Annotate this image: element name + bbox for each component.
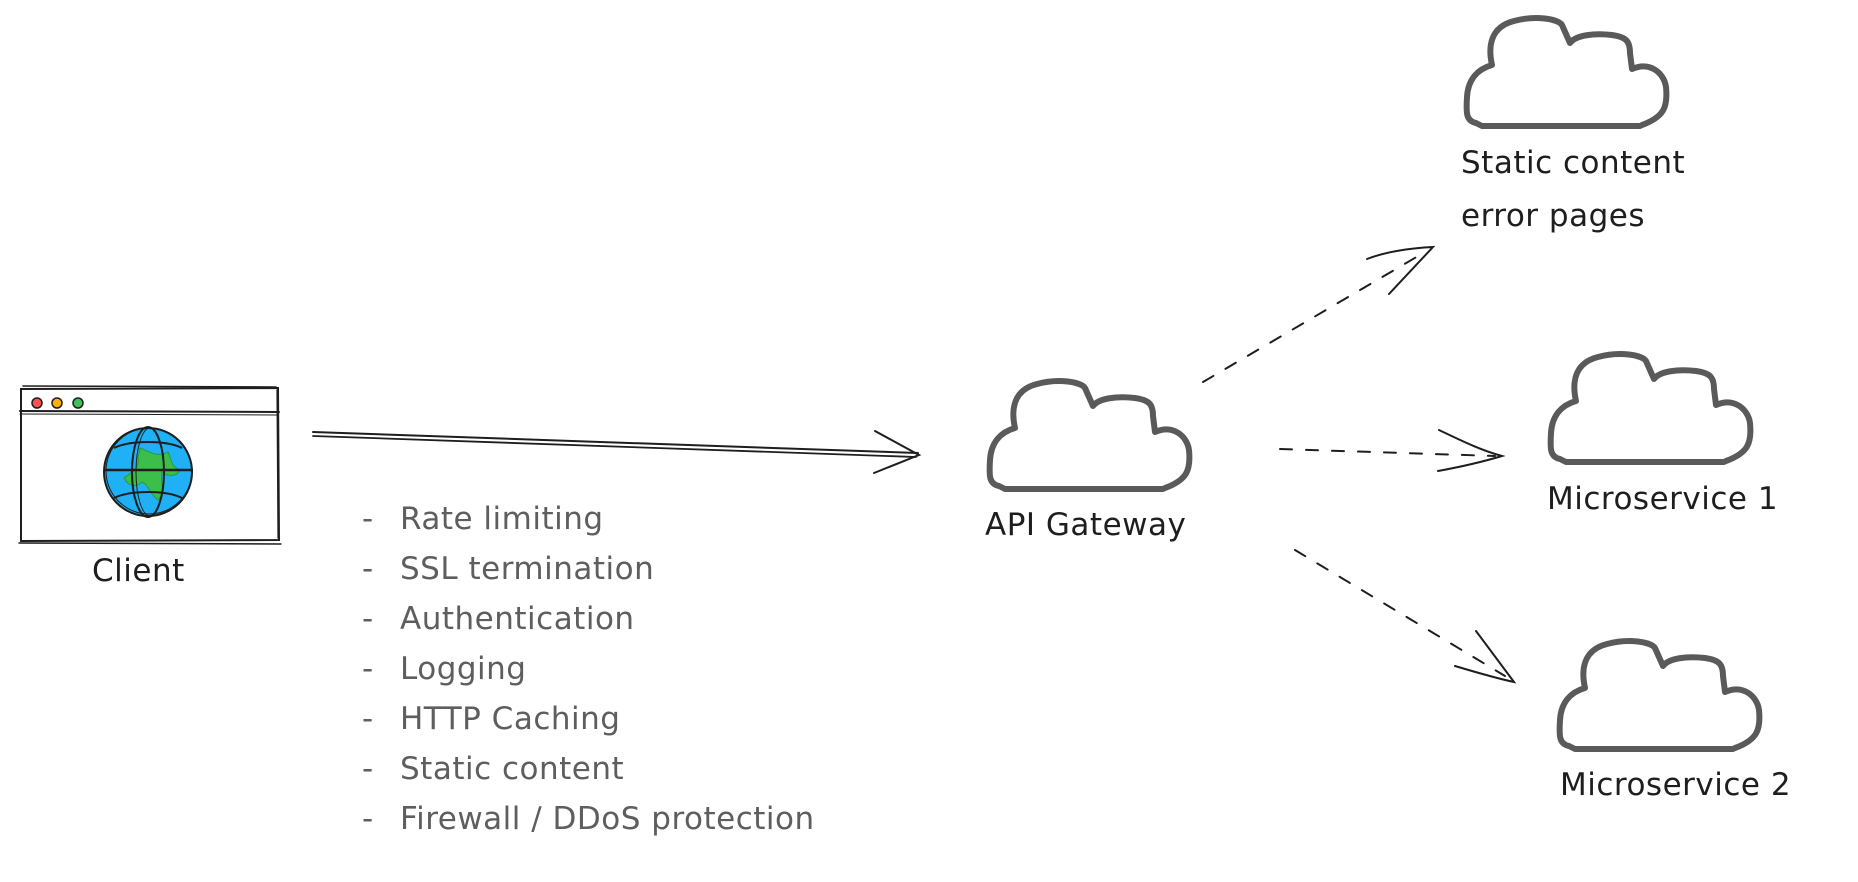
client-label: Client [92, 553, 185, 589]
static-content-cloud-icon [1467, 18, 1667, 126]
feature-text: Logging [400, 651, 527, 687]
window-minimize-dot [51, 397, 63, 409]
microservice-1-cloud-icon [1551, 354, 1751, 462]
feature-text: Rate limiting [400, 501, 604, 537]
bullet-dash: - [362, 501, 374, 537]
client-node [18, 385, 282, 545]
feature-text: Firewall / DDoS protection [400, 801, 815, 837]
feature-item: -HTTP Caching [362, 694, 815, 744]
feature-text: SSL termination [400, 551, 655, 587]
browser-window-icon [18, 385, 282, 545]
feature-item: -Static content [362, 744, 815, 794]
gateway-features-list: -Rate limiting -SSL termination -Authent… [362, 494, 815, 844]
feature-item: -Firewall / DDoS protection [362, 794, 815, 844]
feature-text: HTTP Caching [400, 701, 621, 737]
static-content-label-line1: Static content [1461, 145, 1686, 181]
bullet-dash: - [362, 701, 374, 737]
microservice-2-cloud-icon [1560, 641, 1760, 749]
feature-text: Static content [400, 751, 625, 787]
arrow-gateway-to-microservice-2 [1294, 549, 1517, 684]
window-close-dot [31, 397, 43, 409]
feature-item: -SSL termination [362, 544, 815, 594]
bullet-dash: - [362, 601, 374, 637]
microservice-1-label: Microservice 1 [1547, 481, 1779, 517]
feature-item: -Logging [362, 644, 815, 694]
bullet-dash: - [362, 651, 374, 687]
bullet-dash: - [362, 751, 374, 787]
microservice-2-label: Microservice 2 [1560, 767, 1792, 803]
arrow-client-to-gateway [312, 430, 922, 474]
arrow-gateway-to-microservice-1 [1279, 429, 1506, 472]
feature-text: Authentication [400, 601, 635, 637]
window-maximize-dot [72, 397, 84, 409]
globe-icon [103, 426, 193, 518]
bullet-dash: - [362, 551, 374, 587]
api-gateway-label: API Gateway [985, 507, 1187, 543]
static-content-label-line2: error pages [1461, 198, 1645, 234]
bullet-dash: - [362, 801, 374, 837]
arrow-gateway-to-static [1202, 245, 1436, 383]
feature-item: -Rate limiting [362, 494, 815, 544]
gateway-cloud-icon [990, 381, 1190, 489]
feature-item: -Authentication [362, 594, 815, 644]
